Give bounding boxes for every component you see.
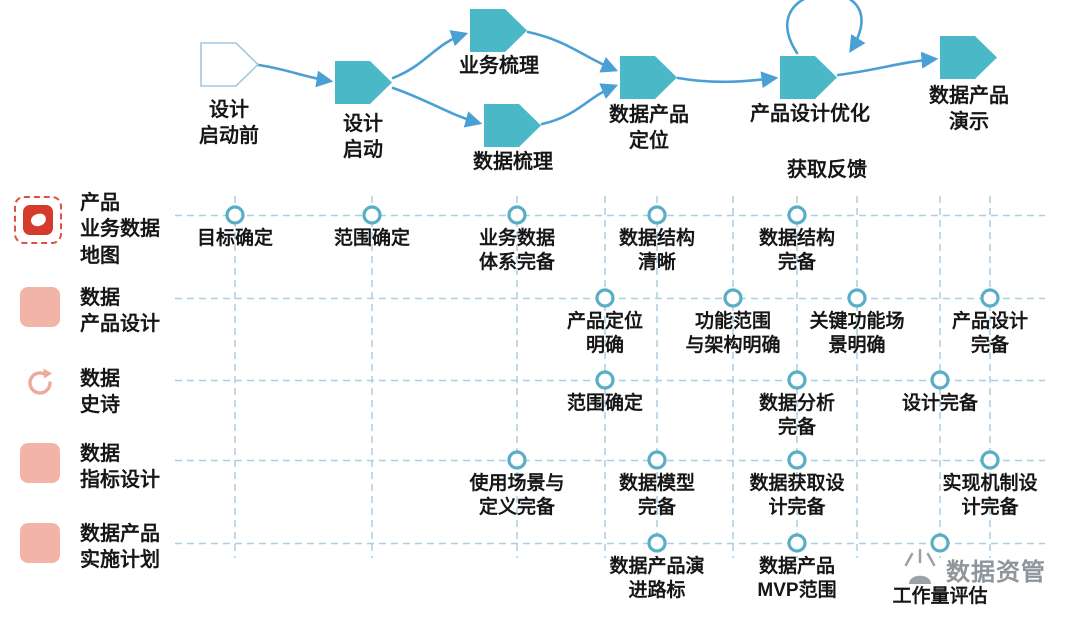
milestone-label: 关键功能场 景明确 xyxy=(809,311,905,357)
milestone-label: 目标确定 xyxy=(196,228,274,249)
flow-node-data-analysis xyxy=(484,104,541,147)
flow-arrow xyxy=(391,86,483,128)
milestone-label: 产品定位 明确 xyxy=(566,311,644,357)
flow-arrow xyxy=(676,71,779,89)
milestone-markers xyxy=(225,205,1000,553)
flow-node-label: 设计 启动前 xyxy=(199,99,259,147)
flow-arrow xyxy=(836,51,939,77)
document-icon xyxy=(20,443,60,483)
milestone-marker xyxy=(507,205,527,225)
document-icon xyxy=(20,523,60,563)
milestone-marker xyxy=(647,533,667,553)
flow-node-design-start xyxy=(335,61,392,104)
refresh-icon xyxy=(22,365,58,406)
flow-node-label: 数据梳理 xyxy=(473,151,553,173)
flow-node-label: 数据产品 定位 xyxy=(609,104,689,152)
milestone-label: 范围确定 xyxy=(333,228,411,249)
milestone-label: 数据产品 MVP范围 xyxy=(757,556,837,602)
milestone-marker xyxy=(595,288,615,308)
flow-node-design-optimization xyxy=(780,56,837,99)
flow-node-business-analysis xyxy=(470,9,527,52)
milestone-marker xyxy=(362,205,382,225)
swimlane-label: 数据产品 实施计划 xyxy=(80,523,160,572)
flow-nodes xyxy=(200,9,997,147)
milestone-label: 数据模型 完备 xyxy=(618,473,696,519)
flow-arrows xyxy=(257,0,939,128)
milestone-marker xyxy=(787,205,807,225)
feedback-label: 获取反馈 xyxy=(787,159,867,181)
milestone-label: 数据分析 完备 xyxy=(758,393,836,439)
milestone-marker xyxy=(647,205,667,225)
map-icon-inner xyxy=(23,205,53,235)
milestone-marker xyxy=(980,288,1000,308)
milestone-label: 业务数据 体系完备 xyxy=(478,228,556,274)
milestone-marker xyxy=(787,533,807,553)
swimlane-label: 数据 产品设计 xyxy=(80,287,160,336)
milestone-marker xyxy=(930,533,950,553)
milestone-label: 使用场景与 定义完备 xyxy=(469,473,565,519)
milestone-label: 设计完备 xyxy=(901,393,979,414)
milestone-marker xyxy=(930,370,950,390)
flow-node-label: 设计 启动 xyxy=(343,113,383,161)
flow-node-label: 业务梳理 xyxy=(459,55,539,77)
milestone-label: 产品设计 完备 xyxy=(951,311,1029,357)
flow-arrow xyxy=(526,30,619,73)
milestone-label: 范围确定 xyxy=(566,393,644,414)
map-icon xyxy=(14,196,62,244)
watermark-text: 数据资管 xyxy=(946,559,1046,586)
document-icon xyxy=(20,287,60,327)
flow-node-label: 数据产品 演示 xyxy=(929,85,1009,133)
milestone-marker xyxy=(723,288,743,308)
map-icon-blob xyxy=(29,212,48,228)
milestone-marker xyxy=(787,450,807,470)
flow-node-label: 产品设计优化 xyxy=(750,103,870,125)
swimlane-label: 产品 业务数据 地图 xyxy=(80,192,160,267)
milestone-marker xyxy=(787,370,807,390)
flow-arrow xyxy=(391,30,469,80)
milestone-label: 实现机制设 计完备 xyxy=(942,473,1038,519)
milestone-marker xyxy=(225,205,245,225)
milestone-marker xyxy=(980,450,1000,470)
swimlane-label: 数据 史诗 xyxy=(80,368,120,417)
flow-arrow xyxy=(257,63,334,88)
flow-node-product-demo xyxy=(940,36,997,79)
swimlane-label: 数据 指标设计 xyxy=(80,443,160,492)
megaphone-icon xyxy=(896,546,944,593)
flow-node-product-positioning xyxy=(620,56,677,99)
flow-node-design-prestart xyxy=(200,42,260,87)
milestone-label: 数据获取设 计完备 xyxy=(749,473,845,519)
flow-arrow xyxy=(540,83,619,126)
milestone-marker xyxy=(647,450,667,470)
milestone-label: 数据结构 清晰 xyxy=(618,228,696,274)
milestone-label: 数据结构 完备 xyxy=(758,228,836,274)
milestone-label: 工作量评估 xyxy=(892,586,988,607)
milestone-marker xyxy=(595,370,615,390)
milestone-label: 功能范围 与架构明确 xyxy=(685,311,781,357)
milestone-marker xyxy=(847,288,867,308)
milestone-marker xyxy=(507,450,527,470)
milestone-label: 数据产品演 进路标 xyxy=(609,556,705,602)
feedback-loop-arrow xyxy=(786,0,866,55)
